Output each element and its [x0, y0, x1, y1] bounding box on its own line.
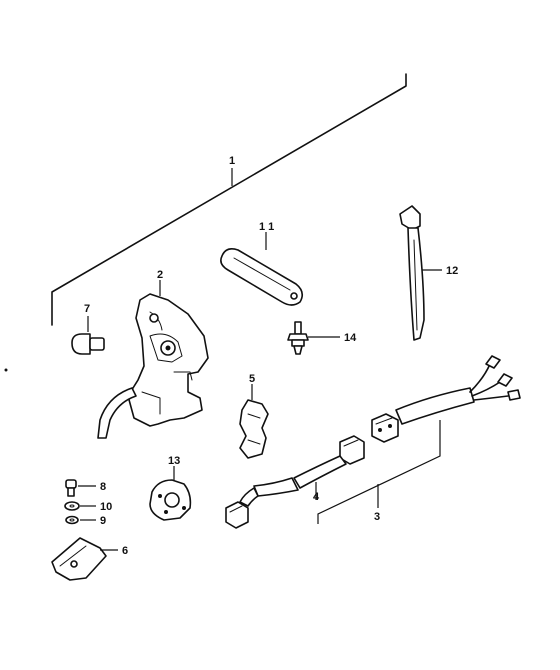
callout-labels: 1 2 3 4 5 6 7 8 9 10 1 1 12 13 14	[84, 155, 458, 557]
part-10-washer	[64, 501, 96, 511]
callout-4: 4	[313, 491, 320, 503]
assembly-bracket-1	[51, 73, 407, 326]
callout-10: 10	[100, 501, 112, 513]
callout-14: 14	[344, 332, 357, 344]
part-12-cable-tie	[399, 205, 442, 341]
callout-2: 2	[157, 269, 163, 281]
part-11-strap	[220, 232, 304, 306]
callout-9: 9	[100, 515, 106, 527]
part-8-screw	[65, 479, 96, 497]
part-4-sub-harness	[225, 435, 365, 529]
callout-13: 13	[168, 455, 180, 467]
callout-5: 5	[249, 373, 255, 385]
part-9-lock-washer	[65, 515, 96, 525]
callout-12: 12	[446, 265, 458, 277]
callout-8: 8	[100, 481, 106, 493]
callout-3: 3	[374, 511, 380, 523]
part-13-switch-plate	[149, 466, 192, 521]
part-2-stop-switch	[97, 280, 209, 439]
part-7-bolt	[71, 316, 105, 355]
callout-11: 1 1	[259, 221, 274, 233]
scan-dot	[4, 368, 8, 372]
part-14-screw	[287, 321, 340, 355]
part-5-clip	[239, 384, 269, 459]
callout-7: 7	[84, 303, 90, 315]
part-6-plate	[51, 537, 118, 581]
callout-6: 6	[122, 545, 128, 557]
callout-1: 1	[229, 155, 235, 167]
part-3-harness	[317, 355, 521, 524]
